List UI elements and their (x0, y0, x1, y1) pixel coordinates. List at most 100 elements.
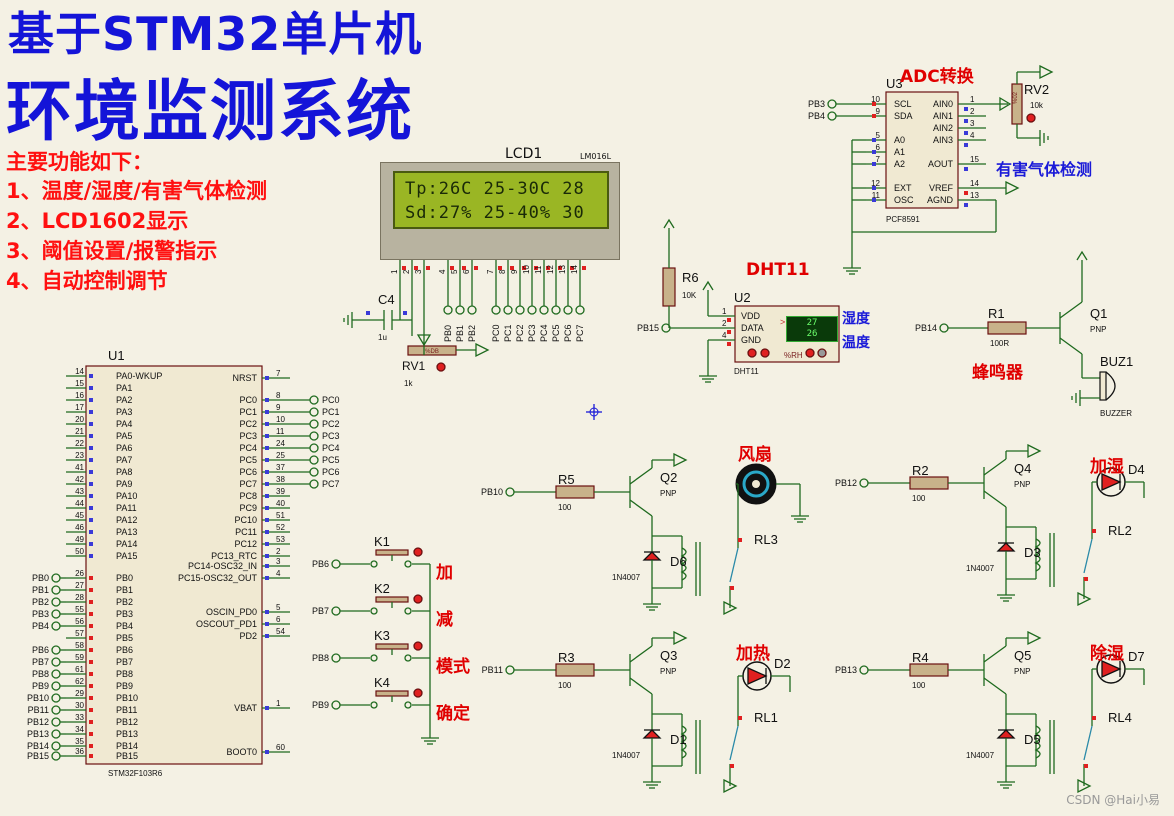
mcu-pin-state (265, 634, 269, 638)
mcu-pin-name: PA8 (116, 467, 132, 477)
net-label: PC0 (322, 395, 340, 405)
mcu-pin-state (89, 708, 93, 712)
net-terminal (505, 665, 515, 675)
mcu-pin-name: PB4 (116, 621, 133, 631)
transistor-ref: Q3 (660, 648, 677, 663)
net-terminal (505, 487, 515, 497)
fan-motor-ring (742, 470, 770, 498)
mcu-pin-number: 30 (75, 701, 84, 710)
lcd-pin-number: 14 (570, 265, 579, 274)
lcd-line-2: Sd:27% 25-40% 30 (405, 203, 585, 223)
dht11-pin-name: VDD (741, 311, 761, 321)
lcd-pin-number: 4 (438, 269, 447, 274)
mcu-pin-number: 2 (276, 547, 281, 556)
lcd-bus-label: PB2 (467, 325, 477, 342)
mcu-pin-state (265, 706, 269, 710)
rv1-pin (436, 362, 446, 372)
mcu-pin-name: PC12 (234, 539, 257, 549)
lcd-module[interactable]: Tp:26C 25-30C 28 Sd:27% 25-40% 30 (380, 162, 620, 260)
lcd-bus-terminal (527, 305, 537, 315)
temperature-label: 温度 (842, 335, 870, 351)
mcu-pin-name: PB14 (116, 741, 138, 751)
mcu-pin-name: PA0-WKUP (116, 371, 162, 381)
mcu-pin-state (89, 754, 93, 758)
r6-ref: R6 (682, 270, 699, 285)
buzzer-label: 蜂鸣器 (972, 363, 1023, 383)
mcu-pin-state (89, 648, 93, 652)
mcu-pin-name: PC9 (239, 503, 257, 513)
transistor-type: PNP (660, 667, 676, 676)
adc-pin-number: 10 (871, 95, 880, 104)
lcd-bus-terminal (443, 305, 453, 315)
r6-resistor (662, 267, 676, 307)
diode-ref: D3 (1024, 545, 1041, 560)
mcu-pin-number: 21 (75, 427, 84, 436)
mcu-pin-number: 24 (276, 439, 285, 448)
mcu-pin-state (89, 374, 93, 378)
mcu-pin-number: 7 (276, 369, 281, 378)
net-label: PB12 (27, 717, 49, 727)
mcu-pin-state (265, 530, 269, 534)
base-resistor (555, 485, 595, 499)
mcu-pin-state (265, 576, 269, 580)
mcu-pin-state (89, 410, 93, 414)
mcu-pin-number: 9 (276, 403, 281, 412)
mcu-pin-number: 1 (276, 699, 281, 708)
mcu-pin-number: 60 (276, 743, 285, 752)
relay-output-arrow (1077, 591, 1092, 607)
mcu-pin-number: 16 (75, 391, 84, 400)
adc-pin-state (964, 143, 968, 147)
dht11-value-1: 27 (806, 318, 818, 328)
mcu-pin-number: 27 (75, 581, 84, 590)
lcd-bus-label: PB0 (443, 325, 453, 342)
key-contact (404, 560, 412, 568)
lcd-pin-state (414, 266, 418, 270)
mcu-pin-name: PC7 (239, 479, 257, 489)
diode-part: 1N4007 (966, 564, 995, 573)
key-ref: K3 (374, 628, 390, 643)
adc-label: ADC转换 (900, 67, 974, 87)
mcu-pin-number: 62 (75, 677, 84, 686)
mcu-pin-number: 52 (276, 523, 285, 532)
key-contact (370, 607, 378, 615)
mcu-pin-number: 46 (75, 523, 84, 532)
title-line-2: 环境监测系统 (6, 73, 414, 150)
mcu-pin-state (89, 458, 93, 462)
lcd-pin-number: 1 (390, 269, 399, 274)
net-label: PB9 (32, 681, 49, 691)
adc-pin-name: VREF (929, 183, 954, 193)
lcd-bus-terminal (467, 305, 477, 315)
mcu-pin-number: 6 (276, 615, 281, 624)
net-terminal (309, 395, 319, 405)
mcu-pin-number: 25 (276, 451, 285, 460)
title-line-1: 基于STM32单片机 (8, 7, 423, 61)
net-terminal (309, 455, 319, 465)
key-state (413, 547, 423, 557)
heat-label: 加热 (736, 644, 770, 664)
mcu-pin-name: PD2 (239, 631, 257, 641)
net-label: PC6 (322, 467, 340, 477)
lcd-bus-label: PC3 (527, 324, 537, 342)
mcu-pin-name: OSCIN_PD0 (206, 607, 257, 617)
flyback-diode (642, 729, 662, 739)
dht11-pin-state (727, 318, 731, 322)
mcu-pin-number: 14 (75, 367, 84, 376)
lcd-pin-number: 2 (402, 269, 411, 274)
net-terminal (51, 609, 61, 619)
vref-arrow (1005, 180, 1020, 196)
lcd-bus-label: PC0 (491, 324, 501, 342)
relay-ref: RL3 (754, 532, 778, 547)
diode-ref: D6 (670, 554, 687, 569)
transistor-ref: Q4 (1014, 461, 1031, 476)
mcu-pin-state (89, 434, 93, 438)
transistor-ref: Q2 (660, 470, 677, 485)
mcu-pin-state (265, 610, 269, 614)
q1-ref: Q1 (1090, 306, 1107, 321)
net-label: PB9 (312, 700, 329, 710)
mcu-pin-number: 45 (75, 511, 84, 520)
mcu-pin-state (265, 554, 269, 558)
net-label: PB7 (32, 657, 49, 667)
lcd-bus-label: PC5 (551, 324, 561, 342)
net-terminal (51, 645, 61, 655)
net-terminal (51, 751, 61, 761)
